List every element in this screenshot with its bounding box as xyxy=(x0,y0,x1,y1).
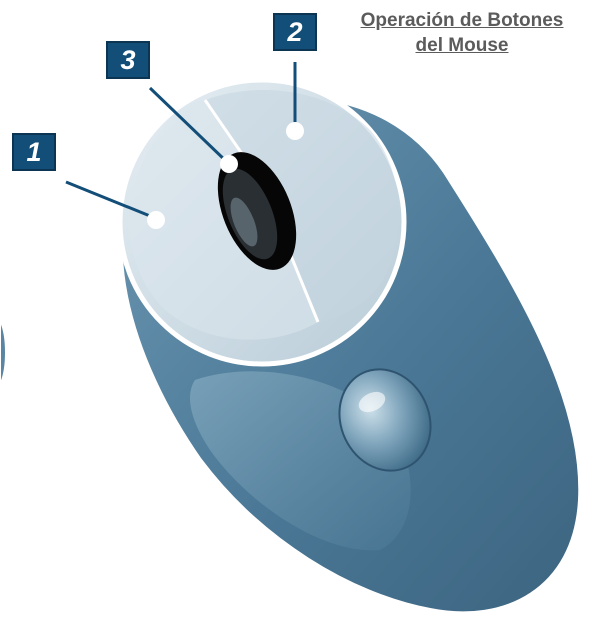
callout-badge-1: 1 xyxy=(12,133,56,171)
title-line-2: del Mouse xyxy=(332,33,592,58)
callout-badge-2: 2 xyxy=(273,13,317,51)
diagram-title: Operación de Botones del Mouse xyxy=(332,8,592,58)
edge-shape xyxy=(0,320,6,385)
callout-badge-3: 3 xyxy=(106,41,150,79)
title-line-1: Operación de Botones xyxy=(332,8,592,33)
